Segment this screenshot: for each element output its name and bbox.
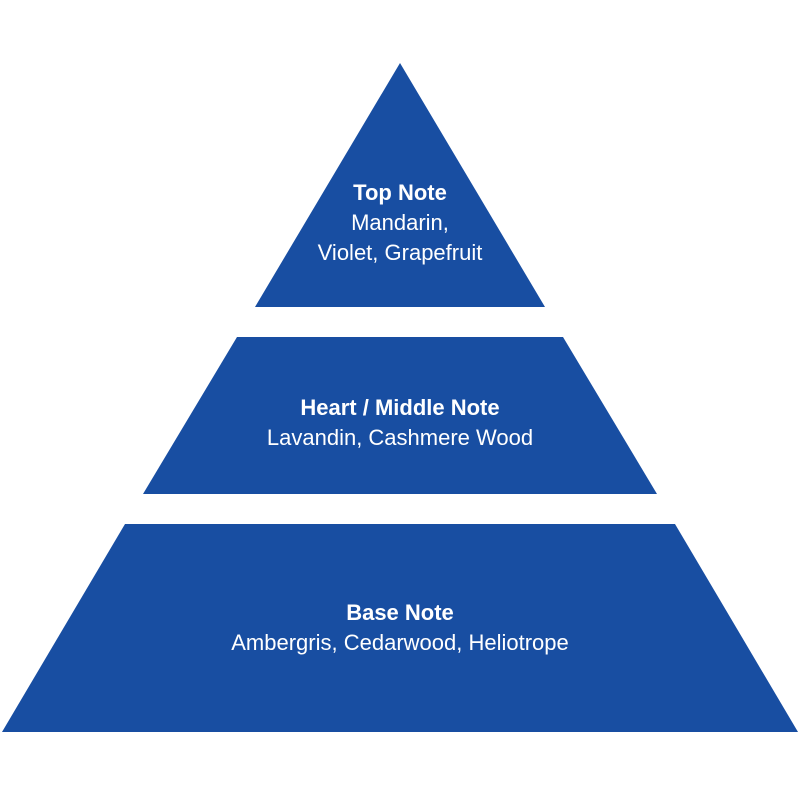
- base-tier: [2, 524, 798, 732]
- top-note-label: Top Note Mandarin, Violet, Grapefruit: [0, 178, 800, 268]
- base-note-line1: Ambergris, Cedarwood, Heliotrope: [231, 630, 569, 655]
- middle-note-label: Heart / Middle Note Lavandin, Cashmere W…: [0, 393, 800, 453]
- top-note-line1: Mandarin,: [351, 210, 449, 235]
- middle-note-title: Heart / Middle Note: [300, 395, 500, 420]
- top-note-line2: Violet, Grapefruit: [317, 240, 483, 265]
- top-tier: [255, 63, 545, 307]
- middle-tier: [143, 337, 657, 494]
- base-note-title: Base Note: [346, 600, 454, 625]
- base-note-label: Base Note Ambergris, Cedarwood, Heliotro…: [0, 598, 800, 658]
- top-note-title: Top Note: [353, 180, 447, 205]
- middle-note-line1: Lavandin, Cashmere Wood: [266, 425, 534, 450]
